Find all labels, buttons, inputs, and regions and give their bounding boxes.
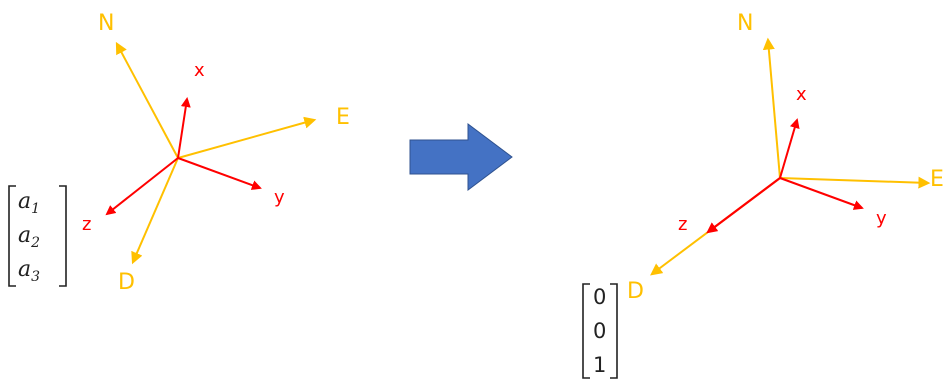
right-east-axis <box>779 176 931 189</box>
right-x-label: x <box>796 84 807 105</box>
left-down-axis <box>131 157 179 265</box>
right-north-axis <box>762 37 781 179</box>
left-vector-matrix: a1 a2 a3 <box>8 185 67 287</box>
right-matrix-bracket-right <box>610 283 618 379</box>
left-x-label: x <box>194 60 205 81</box>
right-y-label: y <box>876 208 887 229</box>
left-frame: N E D x y z a1 a2 a3 <box>8 11 350 295</box>
left-z-label: z <box>82 214 91 235</box>
left-matrix-entry-3: a3 <box>18 257 40 285</box>
right-matrix-entry-1: 0 <box>593 285 606 309</box>
left-matrix-bracket-left <box>8 185 16 287</box>
right-vector-matrix: 0 0 1 <box>582 283 618 379</box>
right-matrix-entry-3: 1 <box>593 353 606 377</box>
transition-arrow <box>409 123 513 191</box>
left-z-axis <box>105 157 179 216</box>
left-matrix-entry-1: a1 <box>18 189 40 217</box>
right-y-axis <box>779 177 864 210</box>
right-matrix-entry-2: 0 <box>593 319 606 343</box>
right-frame: N E D x y z 0 0 1 <box>582 11 944 379</box>
left-east-axis <box>177 116 317 159</box>
left-x-axis <box>177 97 191 159</box>
left-north-label: N <box>98 11 114 36</box>
left-east-label: E <box>336 105 350 130</box>
left-north-axis <box>115 41 179 159</box>
right-north-label: N <box>737 11 753 36</box>
right-z-label: z <box>678 214 687 235</box>
left-down-label: D <box>118 270 135 295</box>
left-matrix-bracket-right <box>59 185 67 287</box>
right-east-label: E <box>930 167 944 192</box>
left-y-axis <box>177 157 262 190</box>
left-y-label: y <box>274 187 285 208</box>
right-z-axis <box>706 177 781 234</box>
right-matrix-bracket-left <box>582 283 590 379</box>
left-matrix-entry-2: a2 <box>18 223 40 251</box>
right-down-label: D <box>627 279 644 304</box>
right-x-axis <box>779 118 800 179</box>
